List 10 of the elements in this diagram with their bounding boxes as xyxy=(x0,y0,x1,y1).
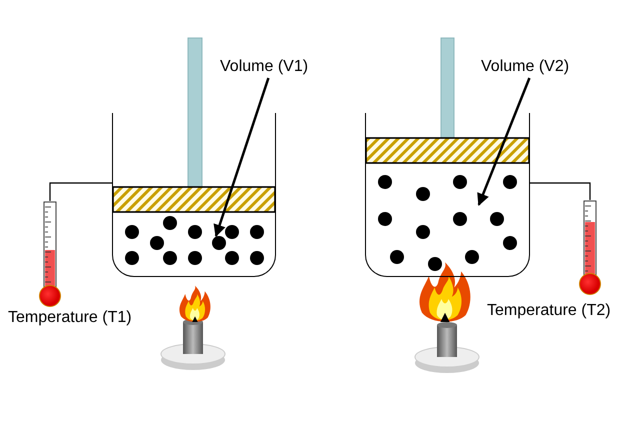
sensor-wire xyxy=(49,182,113,201)
volume-label: Volume (V1) xyxy=(220,58,308,76)
leader-arrow xyxy=(214,78,270,238)
leader-arrow xyxy=(477,78,531,206)
sensor-wire xyxy=(529,182,591,200)
cylinder-vessel xyxy=(112,113,276,277)
cylinder-vessel xyxy=(365,113,530,277)
volume-label: Volume (V2) xyxy=(481,58,570,76)
temperature-label: Temperature (T1) xyxy=(8,309,132,327)
temperature-label: Temperature (T2) xyxy=(487,302,611,320)
